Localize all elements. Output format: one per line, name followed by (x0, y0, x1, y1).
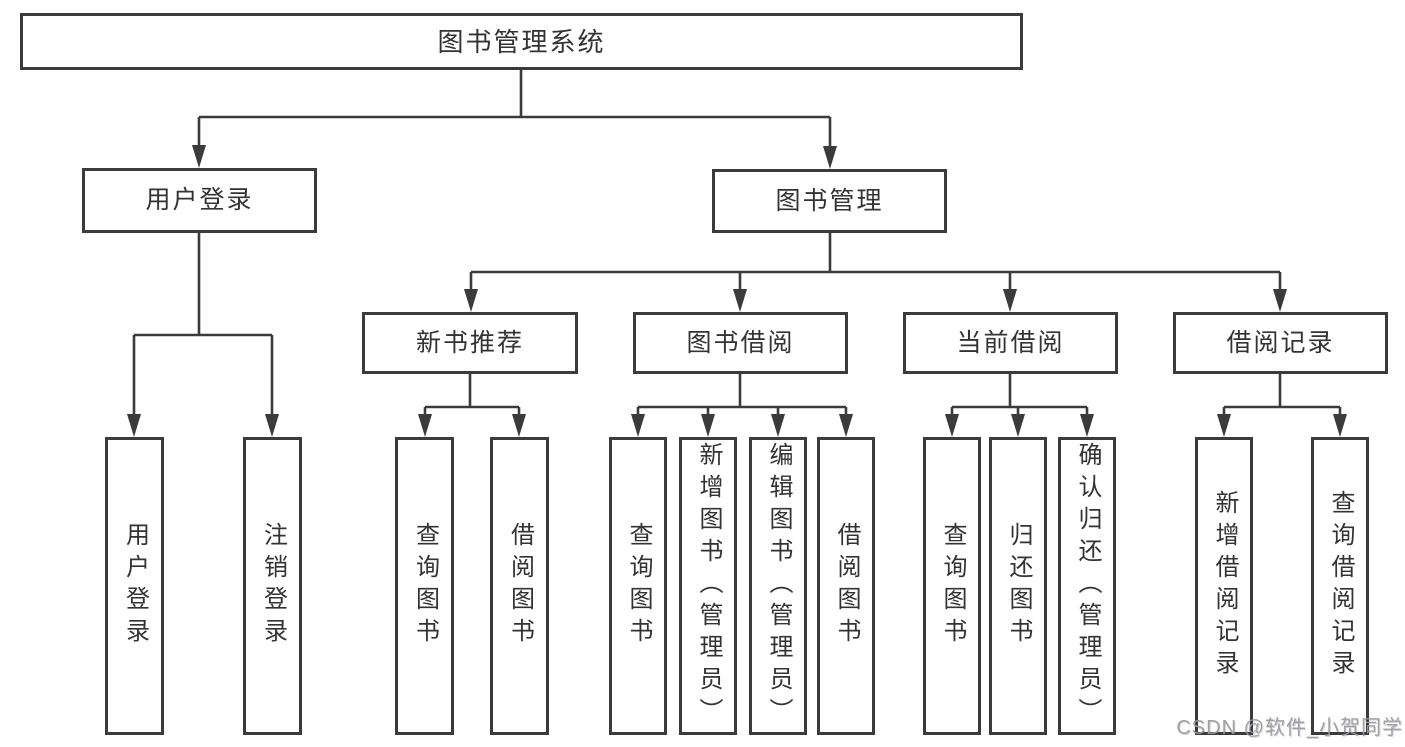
leaf-confirm-return-admin-label: 确认归还（管理员） (1074, 442, 1101, 730)
leaf-logout-label: 注销登录 (259, 522, 287, 650)
leaf-borrow-query-book-label: 查询图书 (625, 522, 652, 650)
leaf-edit-book-admin-label: 编辑图书（管理员） (765, 442, 792, 730)
leaf-user-login-label: 用户登录 (121, 522, 149, 650)
node-book-borrow: 图书借阅 (633, 312, 848, 374)
leaf-query-borrow-record-label: 查询借阅记录 (1327, 490, 1354, 682)
node-library-management-system: 图书管理系统 (20, 13, 1023, 70)
node-user-login: 用户登录 (82, 168, 317, 233)
leaf-current-query-book-label: 查询图书 (939, 522, 966, 650)
leaf-logout: 注销登录 (243, 437, 302, 735)
leaf-recommend-query-book: 查询图书 (395, 437, 454, 735)
leaf-borrow-book: 借阅图书 (817, 437, 875, 735)
leaf-add-book-admin: 新增图书（管理员） (679, 437, 737, 735)
node-new-book-recommend: 新书推荐 (362, 312, 578, 374)
leaf-add-borrow-record: 新增借阅记录 (1195, 437, 1253, 735)
leaf-add-book-admin-label: 新增图书（管理员） (695, 442, 722, 730)
node-current-borrow-label: 当前借阅 (956, 328, 1065, 357)
node-current-borrow: 当前借阅 (903, 312, 1118, 374)
node-library-management-system-label: 图书管理系统 (437, 26, 606, 57)
node-user-login-label: 用户登录 (145, 186, 254, 214)
node-borrow-record-label: 借阅记录 (1226, 328, 1335, 357)
leaf-borrow-book-label: 借阅图书 (833, 522, 860, 650)
node-borrow-record: 借阅记录 (1173, 312, 1388, 374)
leaf-add-borrow-record-label: 新增借阅记录 (1211, 490, 1238, 682)
leaf-borrow-query-book: 查询图书 (609, 437, 667, 735)
leaf-user-login: 用户登录 (105, 437, 164, 735)
node-new-book-recommend-label: 新书推荐 (415, 328, 524, 357)
node-book-management: 图书管理 (712, 169, 947, 233)
node-book-management-label: 图书管理 (775, 186, 884, 215)
leaf-query-borrow-record: 查询借阅记录 (1311, 437, 1369, 735)
leaf-recommend-borrow-book-label: 借阅图书 (506, 522, 534, 650)
leaf-recommend-borrow-book: 借阅图书 (490, 437, 549, 735)
leaf-return-book-label: 归还图书 (1005, 522, 1032, 650)
node-book-borrow-label: 图书借阅 (686, 328, 795, 357)
csdn-watermark: CSDN @软件_小贺同学 (1176, 717, 1403, 739)
leaf-current-query-book: 查询图书 (923, 437, 981, 735)
leaf-recommend-query-book-label: 查询图书 (411, 522, 439, 650)
leaf-return-book: 归还图书 (989, 437, 1047, 735)
leaf-edit-book-admin: 编辑图书（管理员） (749, 437, 807, 735)
leaf-confirm-return-admin: 确认归还（管理员） (1058, 437, 1116, 735)
